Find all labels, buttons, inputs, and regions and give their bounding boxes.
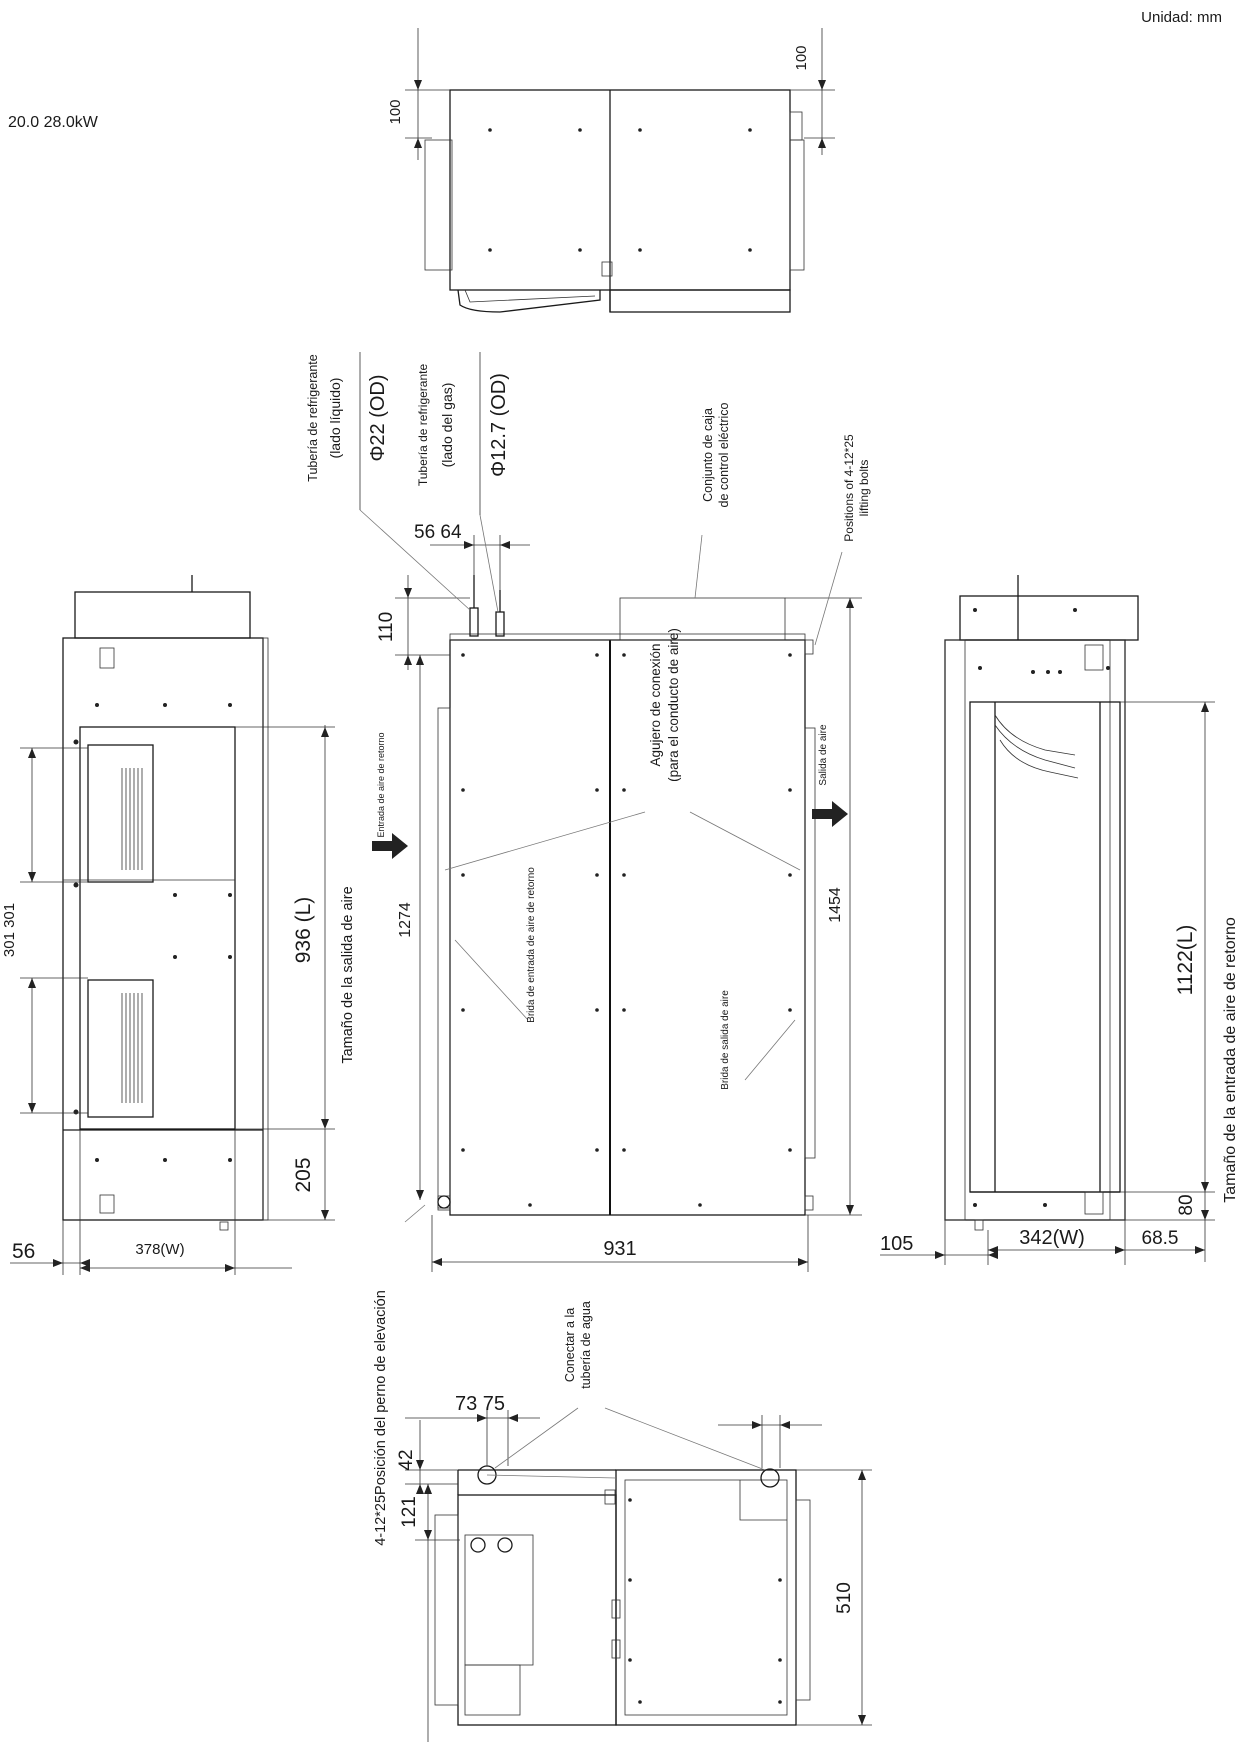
dim-42: 42	[396, 1449, 417, 1470]
return-size-label: Tamaño de la entrada de aire de retorno	[1222, 917, 1239, 1203]
air-outlet-label: Salida de aire	[818, 724, 829, 786]
top-view: 100 100	[387, 28, 835, 313]
dim-510: 510	[834, 1582, 855, 1614]
dim-110: 110	[376, 612, 397, 642]
pipe-liquid-label-2: (lado líquido)	[327, 378, 343, 459]
outlet-size-label: Tamaño de la salida de aire	[340, 886, 356, 1063]
front-view: 56 64 110 1274 1454 931 Tubería de	[306, 352, 871, 1546]
inlet-arrow-icon	[372, 833, 408, 859]
dim-931: 931	[603, 1238, 636, 1260]
dim-342: 342(W)	[1019, 1227, 1085, 1249]
dim-121: 121	[399, 1496, 420, 1528]
left-view: 936 (L) 205 Tamaño de la salida de aire …	[1, 575, 356, 1275]
dim-105: 105	[880, 1233, 913, 1255]
pipe-gas-label-1: Tubería de refrigerante	[416, 364, 430, 487]
dim-68-5: 68.5	[1142, 1228, 1179, 1249]
dim-301-301: 301 301	[1, 903, 18, 957]
dim-73-75: 73 75	[455, 1393, 505, 1415]
dim-378: 378(W)	[135, 1241, 184, 1258]
dim-80: 80	[1176, 1194, 1197, 1215]
dim-56: 56	[12, 1240, 35, 1263]
lifting-bolt-position-label: 4-12*25Posición del perno de elevación	[373, 1290, 389, 1546]
top-dim-right: 100	[793, 45, 810, 70]
pipe-gas-label-2: (lado del gas)	[439, 383, 455, 468]
water-pipe-label-2: tubería de agua	[579, 1301, 593, 1389]
pipe-liquid-label-1: Tubería de refrigerante	[306, 354, 320, 481]
top-dim-left: 100	[387, 99, 404, 124]
dim-205: 205	[292, 1157, 315, 1192]
duct-hole-label-2: (para el conducto de aire)	[666, 628, 681, 782]
capacity-label: 20.0 28.0kW	[8, 114, 99, 131]
return-flange-label: Brida de entrada de aire de retorno	[526, 867, 537, 1023]
dim-1122: 1122(L)	[1174, 925, 1197, 996]
outlet-arrow-icon	[812, 801, 848, 827]
pipe-liquid-size: Φ22 (OD)	[367, 374, 389, 461]
duct-hole-label-1: Agujero de conexión	[648, 643, 663, 766]
dim-1274: 1274	[397, 902, 414, 938]
return-inlet-label: Entrada de aire de retorno	[376, 732, 386, 837]
bottom-view: 73 75 42 121 510 Conectar a la tubería d…	[396, 1301, 872, 1742]
water-pipe-label-1: Conectar a la	[563, 1308, 577, 1382]
control-box-label-1: Conjunto de caja	[701, 408, 715, 502]
right-view: 1122(L) 80 Tamaño de la entrada de aire …	[880, 575, 1239, 1265]
lifting-bolts-label-1: Positions of 4-12*25	[842, 434, 856, 542]
dim-56-64: 56 64	[414, 522, 462, 543]
dim-1454: 1454	[827, 887, 844, 923]
pipe-gas-size: Φ12.7 (OD)	[488, 373, 510, 477]
lifting-bolts-label-2: lifting bolts	[857, 460, 871, 517]
unit-label: Unidad: mm	[1141, 9, 1222, 26]
control-box-label-2: de control eléctrico	[717, 402, 731, 507]
dim-936: 936 (L)	[292, 897, 315, 964]
outlet-flange-label: Brida de salida de aire	[720, 990, 731, 1090]
